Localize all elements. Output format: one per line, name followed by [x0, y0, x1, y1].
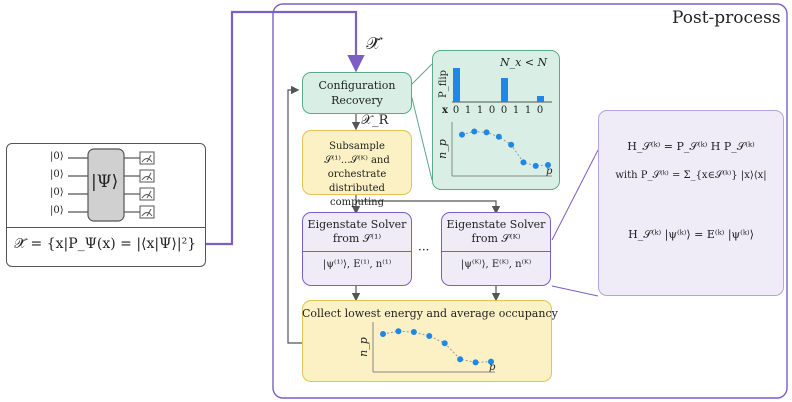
histogram-y-label: P_flip	[438, 70, 449, 98]
histogram-bit-label: 1	[477, 105, 483, 116]
occupancy-plot-bottom: p n_p	[357, 322, 496, 373]
occupancy-point	[426, 333, 433, 339]
occupancy-point	[532, 162, 539, 169]
solver-1-divider	[302, 251, 412, 252]
occupancy-point	[545, 161, 551, 168]
histogram-bit-label: 1	[513, 105, 519, 116]
ket-0-b: |0⟩	[50, 169, 64, 180]
post-process-frame	[272, 3, 788, 399]
histogram-condition: N_x < N	[500, 56, 548, 69]
solver-1-title: Eigenstate Solver from 𝒮⁽¹⁾	[307, 218, 407, 245]
histogram-bit-label: 0	[453, 105, 459, 116]
ket-0-a: |0⟩	[50, 151, 64, 162]
occupancy-point	[495, 133, 502, 140]
occupancy-point	[395, 328, 402, 335]
occupancy-point	[488, 358, 494, 365]
occupancy-point	[459, 131, 465, 138]
solver-k-result: |ψ⁽ᴷ⁾⟩, E⁽ᴷ⁾, n⁽ᴷ⁾	[460, 259, 532, 270]
occupancy-y-label: n_p	[357, 337, 370, 357]
occupancy-point	[410, 329, 417, 335]
histogram-bit-label: 0	[501, 105, 507, 116]
input-arrow	[205, 10, 365, 246]
equation-projector: with P_𝒮⁽ᵏ⁾ = Σ_{x∈𝒮⁽ᵏ⁾} |x⟩⟨x|	[615, 170, 767, 181]
equation-panel	[598, 110, 784, 296]
configuration-recovery-box: Configuration Recovery	[302, 72, 412, 114]
histogram-bar	[537, 96, 544, 102]
circuit	[68, 148, 155, 222]
subsample-label: Subsample 𝒮⁽¹⁾...𝒮⁽ᴷ⁾ and orchestrate di…	[324, 141, 390, 208]
histogram-bar	[453, 68, 460, 102]
occupancy-point	[380, 331, 386, 337]
callout-line-top	[551, 149, 599, 241]
solver-1-box	[302, 212, 412, 286]
occupancy-x-label: p	[546, 166, 553, 177]
occupancy-trend	[382, 330, 492, 363]
equation-projected-hamiltonian: H_𝒮⁽ᵏ⁾ = P_𝒮⁽ᵏ⁾ H P_𝒮⁽ᵏ⁾	[627, 140, 755, 153]
solver-ellipsis: ···	[418, 243, 430, 257]
unitary-block	[87, 148, 125, 222]
histogram-bit-label: 0	[537, 105, 543, 116]
occupancy-point	[483, 129, 490, 136]
solver-k-divider	[441, 251, 551, 252]
histogram-bit-label: 1	[465, 105, 471, 116]
occupancy-point	[520, 159, 527, 166]
solver-k-title: Eigenstate Solver from 𝒮⁽ᴷ⁾	[446, 218, 546, 245]
occupancy-point	[441, 340, 448, 347]
solver-k-box	[441, 212, 551, 286]
x-tilde-label: 𝒳̃	[366, 34, 381, 54]
occupancy-point	[508, 141, 515, 148]
occupancy-plot-top: p n_p	[436, 122, 553, 177]
post-process-title: Post-process	[672, 8, 781, 28]
histogram-bit-label: 1	[525, 105, 531, 116]
occupancy-y-label: n_p	[436, 139, 449, 159]
collect-label: Collect lowest energy and average occupa…	[302, 307, 558, 320]
distribution-formula: 𝒳̃ = {x|P_Ψ(x) = |⟨x|Ψ⟩|²}	[14, 236, 197, 252]
occupancy-point	[471, 128, 478, 135]
histogram-bit-label: 0	[489, 105, 495, 116]
equation-eigenproblem: H_𝒮⁽ᵏ⁾ |ψ⁽ᵏ⁾⟩ = E⁽ᵏ⁾ |ψ⁽ᵏ⁾⟩	[628, 228, 754, 241]
occupancy-point	[457, 356, 464, 363]
ket-0-d: |0⟩	[50, 205, 64, 216]
occupancy-point	[472, 359, 479, 366]
ket-0-c: |0⟩	[50, 187, 64, 198]
box-divider	[6, 227, 206, 229]
collect-box	[302, 300, 552, 382]
occupancy-x-label: p	[489, 362, 496, 373]
histogram-x-label: x	[442, 105, 449, 116]
x-r-label: 𝒳_R	[361, 113, 389, 128]
solver-1-result: |ψ⁽¹⁾⟩, E⁽¹⁾, n⁽¹⁾	[322, 259, 392, 270]
configuration-recovery-label: Configuration Recovery	[318, 79, 396, 107]
occupancy-trend	[461, 131, 549, 167]
state-label: |Ψ⟩	[91, 172, 119, 192]
callout-line-bottom	[551, 285, 599, 297]
measurement-icons	[139, 151, 155, 219]
subsample-box: Subsample 𝒮⁽¹⁾...𝒮⁽ᴷ⁾ and orchestrate di…	[302, 130, 412, 208]
feedback-loop-arrow	[287, 85, 302, 344]
histogram-bar	[501, 78, 508, 102]
